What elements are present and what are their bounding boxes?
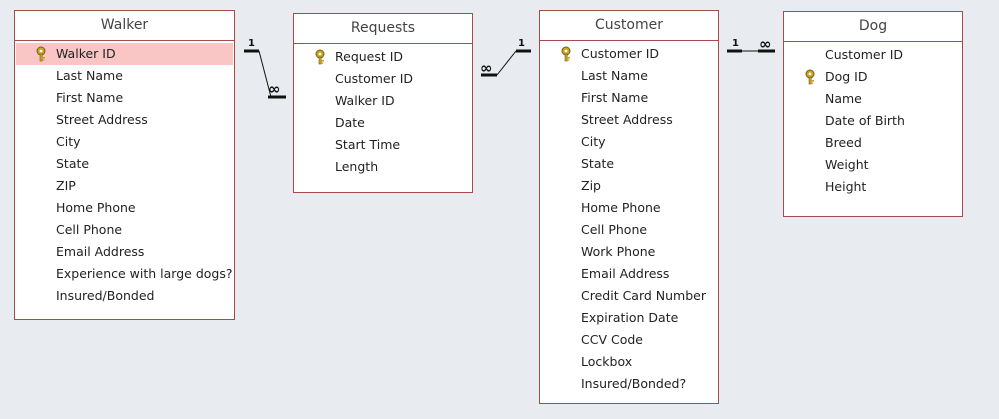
walker-requests-many-label: ∞ (268, 80, 281, 98)
relationship-customer-requests[interactable] (481, 49, 531, 77)
field-request-id[interactable]: Request ID (295, 46, 471, 68)
table-title[interactable]: Dog (784, 12, 962, 42)
field-experience-large-dogs[interactable]: Experience with large dogs? (56, 266, 233, 281)
field-insured-bonded[interactable]: Insured/Bonded? (581, 376, 687, 391)
table-requests[interactable]: Requests Request ID Customer ID Walker I… (293, 13, 473, 193)
field-home-phone[interactable]: Home Phone (56, 200, 136, 215)
field-state[interactable]: State (56, 156, 90, 171)
field-insured-bonded[interactable]: Insured/Bonded (56, 288, 155, 303)
field-ccv-code[interactable]: CCV Code (581, 332, 643, 347)
field-list: Customer ID Dog ID Name Date of Birth Br… (784, 42, 962, 198)
field-street-address[interactable]: Street Address (581, 112, 673, 127)
field-breed[interactable]: Breed (825, 135, 862, 150)
field-label: Dog ID (825, 69, 868, 84)
field-last-name[interactable]: Last Name (581, 68, 648, 83)
customer-dog-many-label: ∞ (759, 35, 772, 53)
field-first-name[interactable]: First Name (56, 90, 124, 105)
field-cell-phone[interactable]: Cell Phone (581, 222, 648, 237)
field-length[interactable]: Length (335, 159, 379, 174)
field-list: Customer ID Last Name First Name Street … (540, 41, 718, 395)
field-walker-id[interactable]: Walker ID (16, 43, 233, 65)
field-label: Request ID (335, 49, 404, 64)
field-city[interactable]: City (581, 134, 606, 149)
field-zip[interactable]: ZIP (56, 178, 76, 193)
customer-requests-many-label: ∞ (480, 59, 493, 77)
table-dog[interactable]: Dog Customer ID Dog ID Name Date of Birt… (783, 11, 963, 217)
field-dog-id[interactable]: Dog ID (785, 66, 961, 88)
field-list: Request ID Customer ID Walker ID Date St… (294, 44, 472, 178)
field-customer-id[interactable]: Customer ID (541, 43, 717, 65)
field-height[interactable]: Height (825, 179, 867, 194)
field-last-name[interactable]: Last Name (56, 68, 123, 83)
field-home-phone[interactable]: Home Phone (581, 200, 661, 215)
field-weight[interactable]: Weight (825, 157, 869, 172)
primary-key-icon (315, 49, 325, 65)
customer-requests-one-label: 1 (518, 38, 525, 49)
field-work-phone[interactable]: Work Phone (581, 244, 656, 259)
field-name[interactable]: Name (825, 91, 862, 106)
field-customer-id[interactable]: Customer ID (335, 71, 414, 86)
primary-key-icon (36, 46, 46, 62)
primary-key-icon (805, 69, 815, 85)
field-label: Customer ID (581, 46, 660, 61)
table-title[interactable]: Walker (15, 11, 234, 41)
field-start-time[interactable]: Start Time (335, 137, 401, 152)
table-title[interactable]: Requests (294, 14, 472, 44)
customer-dog-one-label: 1 (732, 38, 739, 49)
field-date[interactable]: Date (335, 115, 365, 130)
table-walker[interactable]: Walker Walker ID Last Name First Name St… (14, 10, 235, 320)
primary-key-icon (561, 46, 571, 62)
walker-requests-one-label: 1 (248, 38, 255, 49)
field-email-address[interactable]: Email Address (56, 244, 145, 259)
relationship-walker-requests[interactable] (244, 49, 286, 99)
field-first-name[interactable]: First Name (581, 90, 649, 105)
field-email-address[interactable]: Email Address (581, 266, 670, 281)
field-customer-id[interactable]: Customer ID (825, 47, 904, 62)
field-city[interactable]: City (56, 134, 81, 149)
field-label: Walker ID (56, 46, 116, 61)
table-customer[interactable]: Customer Customer ID Last Name First Nam… (539, 10, 719, 404)
field-credit-card-number[interactable]: Credit Card Number (581, 288, 706, 303)
field-list: Walker ID Last Name First Name Street Ad… (15, 41, 234, 307)
field-zip[interactable]: Zip (581, 178, 601, 193)
field-state[interactable]: State (581, 156, 615, 171)
table-title[interactable]: Customer (540, 11, 718, 41)
field-walker-id[interactable]: Walker ID (335, 93, 395, 108)
field-lockbox[interactable]: Lockbox (581, 354, 633, 369)
field-street-address[interactable]: Street Address (56, 112, 148, 127)
field-expiration-date[interactable]: Expiration Date (581, 310, 679, 325)
field-cell-phone[interactable]: Cell Phone (56, 222, 123, 237)
field-date-of-birth[interactable]: Date of Birth (825, 113, 905, 128)
